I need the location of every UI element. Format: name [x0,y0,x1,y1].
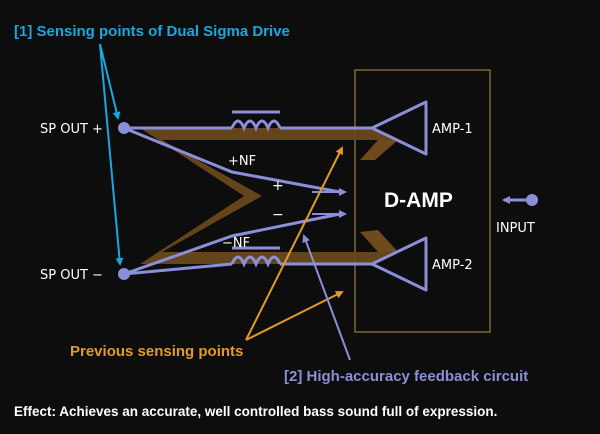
title-text: [1] Sensing points of Dual Sigma Drive [14,23,290,40]
sensing-point-minus [118,268,130,280]
lower-output-line [123,262,372,276]
sensing-point-plus [118,122,130,134]
plus-sign: + [272,178,284,194]
previous-sensing-points-label: Previous sensing points [70,343,243,360]
amp1-triangle [370,100,428,156]
previous-path-shape [140,128,398,264]
lower-inductor [230,246,282,268]
sensing-points-arrows [99,43,124,266]
input-label: INPUT [496,221,535,236]
sp-out-minus-label: SP OUT − [40,268,103,283]
effect-caption: Effect: Achieves an accurate, well contr… [14,404,497,419]
previous-sensing-arrows [245,146,344,341]
minus-sign: − [272,207,284,223]
feedback-arrows [302,234,351,361]
d-amp-label: D-AMP [384,189,453,212]
upper-inductor [230,110,282,132]
minus-nf-feedback-line [123,210,347,276]
d-amp-box [354,69,491,333]
amp1-label: AMP-1 [432,122,473,137]
feedback-circuit-label: [2] High-accuracy feedback circuit [284,368,528,385]
amp2-label: AMP-2 [432,258,473,273]
minus-nf-label: −NF [222,236,250,251]
plus-nf-label: +NF [228,154,256,169]
amp2-triangle [370,236,428,292]
plus-nf-feedback-line [123,126,347,196]
sp-out-plus-label: SP OUT + [40,122,103,137]
input-arrow [502,194,538,206]
